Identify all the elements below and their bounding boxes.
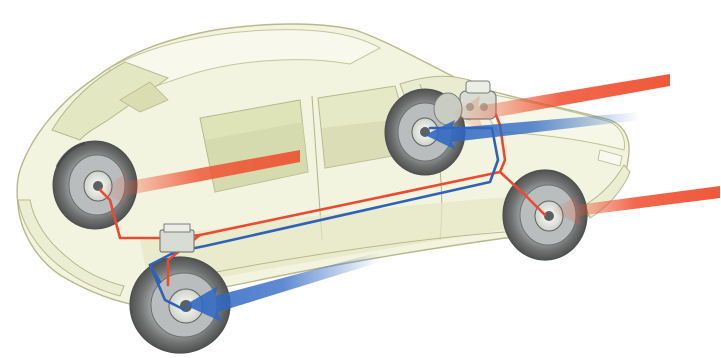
red-arrow-front-right	[550, 186, 720, 226]
master-cylinder-reservoir	[465, 80, 491, 94]
headlight	[597, 149, 623, 167]
body-side-shade	[140, 196, 520, 290]
rear-quarter-window	[119, 81, 169, 113]
front-left-wheel	[384, 88, 466, 176]
brake-valve	[159, 223, 195, 253]
tire-tread	[55, 141, 86, 168]
red-air-arrow	[450, 74, 670, 132]
hub-cap	[544, 211, 554, 221]
red-air-arrow	[550, 186, 720, 226]
blue-air-arrow	[425, 112, 640, 150]
brake-valve-body	[159, 229, 195, 253]
red-air-arrow	[100, 150, 300, 206]
blue-arrow-rear-right	[185, 252, 380, 322]
brake-valve-top	[163, 223, 191, 233]
blue-arrow-front-left	[425, 112, 640, 150]
car-roof	[107, 29, 382, 105]
brake-booster	[433, 92, 463, 126]
rear-right-wheel	[129, 256, 231, 354]
blue-line-rear-right	[148, 263, 187, 312]
rear-bumper	[17, 199, 125, 297]
red-arrow-front-left	[450, 74, 670, 132]
red-line-front-right	[498, 170, 547, 217]
red-arrow-rear-left	[100, 150, 300, 206]
blue-air-arrow	[185, 252, 380, 322]
hub-cap	[93, 181, 103, 191]
